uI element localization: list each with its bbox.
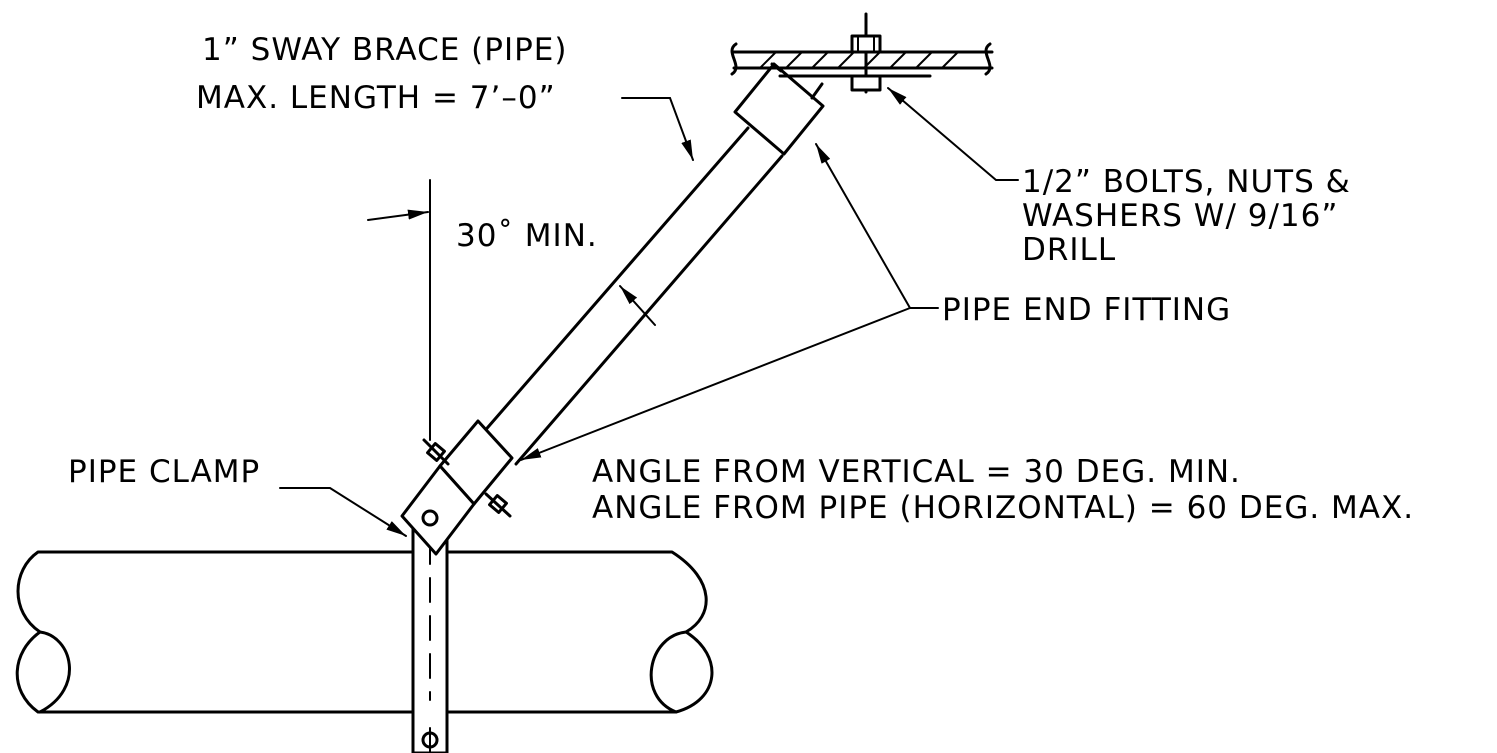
sway-brace-label-line2: MAX. LENGTH = 7’–0” (196, 80, 556, 116)
upper-pipe-end-fitting (733, 62, 825, 156)
bolts-label-line3: DRILL (1022, 232, 1116, 268)
overhead-structure (730, 42, 994, 78)
sway-brace-pipe (480, 126, 784, 466)
angle-note-line1: ANGLE FROM VERTICAL = 30 DEG. MIN. (592, 454, 1241, 490)
angle-min-label: 30˚ MIN. (456, 218, 598, 254)
bolt-assembly (850, 12, 882, 94)
bolts-label-line1: 1/2” BOLTS, NUTS & (1022, 164, 1351, 200)
annotations: 1” SWAY BRACE (PIPE) MAX. LENGTH = 7’–0”… (68, 32, 1414, 526)
pipe-end-fitting-label: PIPE END FITTING (942, 292, 1231, 328)
leader-lines (279, 87, 1019, 537)
main-pipe (15, 550, 714, 714)
pipe-clamp-label: PIPE CLAMP (68, 454, 260, 490)
sway-brace-label-line1: 1” SWAY BRACE (PIPE) (202, 32, 567, 68)
angle-note-line2: ANGLE FROM PIPE (HORIZONTAL) = 60 DEG. M… (592, 490, 1414, 526)
clamp-strap (411, 520, 449, 753)
lower-pipe-end-fitting (400, 419, 514, 556)
bolts-label-line2: WASHERS W/ 9/16” (1022, 198, 1338, 234)
